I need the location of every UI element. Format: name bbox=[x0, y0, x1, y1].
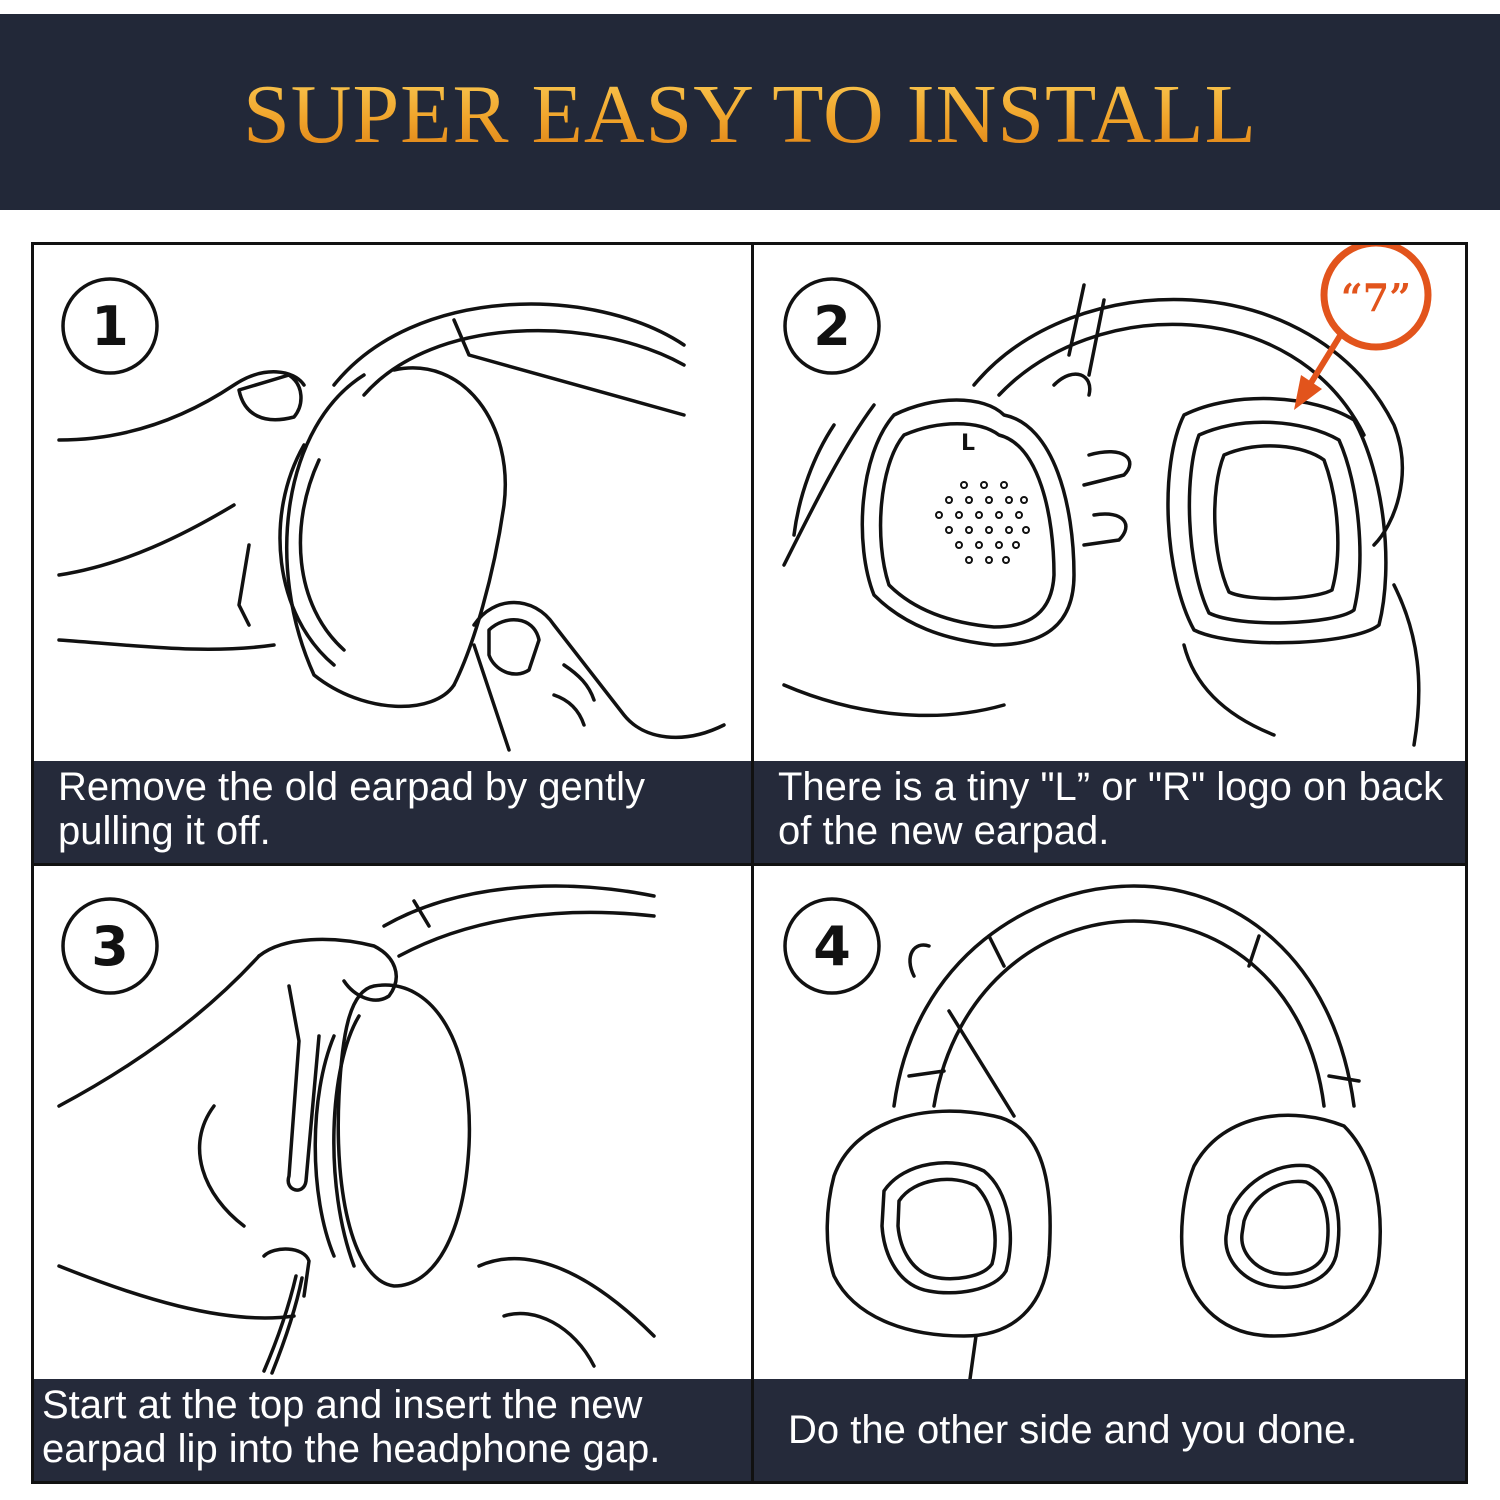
step-number-badge bbox=[61, 897, 159, 995]
callout-arrowhead bbox=[1294, 375, 1322, 410]
step-number: 4 bbox=[813, 915, 851, 978]
page-title: SUPER EASY TO INSTALL bbox=[243, 67, 1257, 161]
step-number: 1 bbox=[91, 295, 129, 358]
step-1-illustration: 1 bbox=[57, 277, 726, 752]
step-number: 3 bbox=[91, 915, 129, 978]
callout-text: “7” bbox=[1341, 275, 1411, 320]
step-number-badge bbox=[783, 897, 881, 995]
step-4-panel: 4 Do the other side and you done. bbox=[754, 866, 1465, 1481]
step-4-illustration: 4 bbox=[783, 884, 1382, 1379]
step-2-caption: There is a tiny "L” or "R" logo on back … bbox=[754, 761, 1465, 863]
step-2-panel: 2 L bbox=[754, 245, 1465, 863]
grid-divider-horizontal bbox=[34, 863, 1465, 866]
step-3-panel: 3 Start at the top and insert the new ea… bbox=[34, 866, 751, 1481]
left-earcup bbox=[860, 398, 1076, 647]
left-earcup bbox=[825, 1109, 1052, 1338]
step-3-illustration: 3 bbox=[57, 884, 656, 1375]
step-number-badge bbox=[61, 277, 159, 375]
step-number-badge bbox=[783, 277, 881, 375]
pad-l-mark: L bbox=[961, 431, 975, 456]
earcup bbox=[336, 983, 472, 1288]
right-earcup bbox=[1179, 1113, 1382, 1338]
step-2-illustration: 2 L bbox=[782, 245, 1432, 747]
callout-circle bbox=[1320, 245, 1432, 351]
title-banner: SUPER EASY TO INSTALL bbox=[0, 14, 1500, 210]
step-3-caption: Start at the top and insert the new earp… bbox=[34, 1379, 751, 1481]
step-number: 2 bbox=[813, 295, 851, 358]
step-1-caption: Remove the old earpad by gently pulling … bbox=[34, 761, 751, 863]
step-1-panel: 1 Remove the old earpad by gently pullin… bbox=[34, 245, 751, 863]
right-earpad bbox=[1166, 396, 1388, 645]
step-4-caption: Do the other side and you done. bbox=[754, 1379, 1465, 1481]
speaker-grille bbox=[935, 481, 1030, 564]
steps-grid: 1 Remove the old earpad by gently pullin… bbox=[31, 242, 1468, 1484]
